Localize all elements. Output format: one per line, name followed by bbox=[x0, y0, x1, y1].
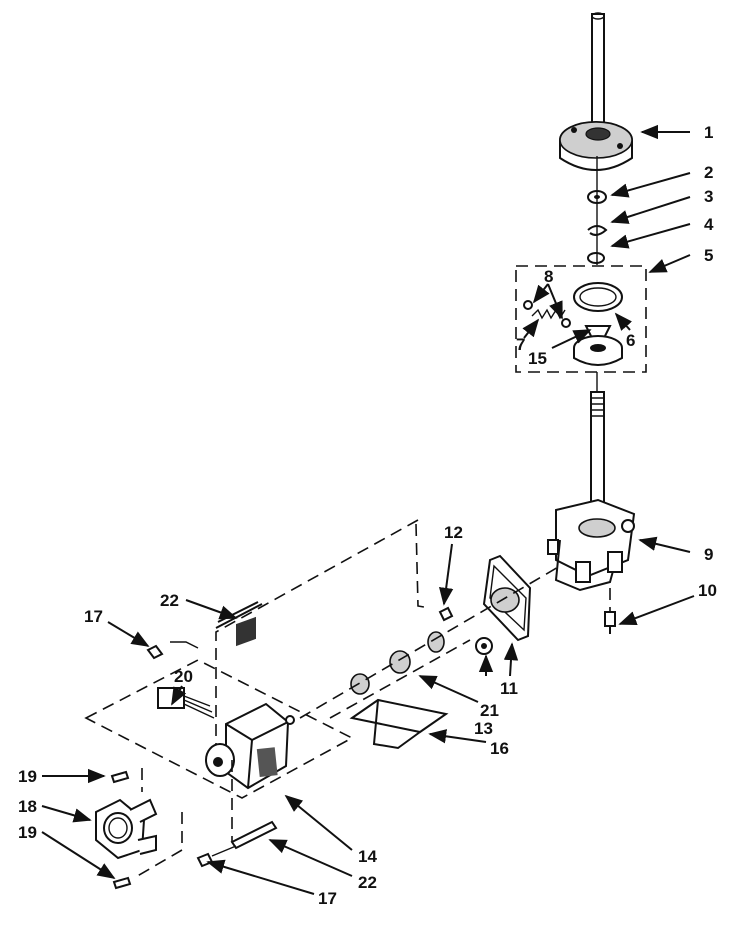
label-19-bottom: 19 bbox=[18, 823, 37, 842]
label-15: 15 bbox=[528, 349, 547, 368]
part-5-drive-block bbox=[573, 335, 623, 366]
part-1-hub bbox=[559, 121, 633, 171]
part-18-pump bbox=[95, 798, 158, 860]
label-11: 11 bbox=[500, 679, 518, 698]
label-17-top: 17 bbox=[84, 607, 103, 626]
kit-5-box bbox=[515, 265, 647, 373]
label-22-top: 22 bbox=[160, 591, 179, 610]
axis-line-motor bbox=[299, 565, 561, 719]
part-17-screw-bottom bbox=[196, 845, 237, 868]
label-14: 14 bbox=[358, 847, 377, 866]
label-19-top: 19 bbox=[18, 767, 37, 786]
axis-line-gears bbox=[329, 639, 471, 719]
label-22-bottom: 22 bbox=[358, 873, 377, 892]
label-4: 4 bbox=[704, 215, 714, 234]
part-4-ring bbox=[587, 252, 605, 264]
routing-line-22 bbox=[215, 519, 419, 760]
label-12: 12 bbox=[444, 523, 463, 542]
label-6: 6 bbox=[626, 331, 635, 350]
routing-line-12 bbox=[415, 523, 431, 609]
label-7: 7 bbox=[516, 335, 525, 354]
part-12-bolt bbox=[438, 606, 454, 622]
label-9: 9 bbox=[704, 545, 713, 564]
part-16-filter bbox=[349, 698, 449, 750]
part-6-spring-ring bbox=[573, 282, 623, 312]
part-11-gasket-plate bbox=[482, 554, 532, 642]
label-13: 13 bbox=[474, 719, 493, 738]
part-10-screw bbox=[604, 588, 616, 634]
agitator-shaft-upper bbox=[591, 12, 605, 133]
label-21: 21 bbox=[480, 701, 499, 720]
part-9-gearcase bbox=[547, 498, 636, 592]
label-18: 18 bbox=[18, 797, 37, 816]
part-17-screw-top bbox=[146, 641, 199, 660]
part-14-motor bbox=[205, 616, 295, 790]
label-10: 10 bbox=[698, 581, 717, 600]
part-19-clip-top bbox=[110, 768, 143, 792]
part-20-connector bbox=[157, 687, 215, 719]
label-3: 3 bbox=[704, 187, 713, 206]
part-11-cap bbox=[475, 637, 493, 655]
part-3-clip bbox=[587, 225, 608, 236]
label-8: 8 bbox=[544, 267, 553, 286]
part-7-spring bbox=[523, 300, 571, 328]
label-20: 20 bbox=[174, 667, 193, 686]
leader-lines bbox=[41, 124, 695, 895]
label-5: 5 bbox=[704, 246, 713, 265]
label-16: 16 bbox=[490, 739, 509, 758]
label-1: 1 bbox=[704, 123, 713, 142]
label-17-bottom: 17 bbox=[318, 889, 337, 908]
part-19-clip-bottom bbox=[112, 812, 183, 890]
label-2: 2 bbox=[704, 163, 713, 182]
motor-assembly-box bbox=[84, 659, 354, 799]
